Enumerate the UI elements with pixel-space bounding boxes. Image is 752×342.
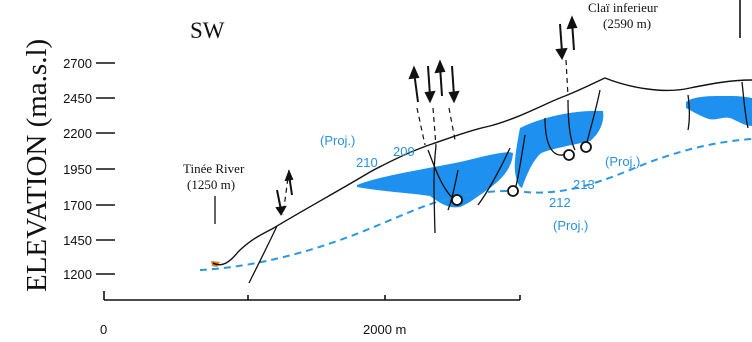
y-tick-1450: 1450 (63, 233, 92, 248)
y-tick-1950: 1950 (63, 162, 92, 177)
x-scale-bar (103, 291, 521, 301)
river-label-elev: (1250 m) (187, 177, 235, 192)
x-tick-2000m: 2000 m (363, 322, 406, 337)
y-tick-2450: 2450 (63, 91, 92, 106)
y-axis-ticks (96, 62, 115, 275)
proj-label-3: (Proj.) (553, 218, 588, 233)
label-213: 213 (573, 177, 595, 192)
river-label-name: Tinée River (183, 161, 245, 176)
sample-point-210 (507, 185, 519, 197)
sample-points (451, 141, 592, 206)
water-table (199, 138, 752, 271)
label-209: 209 (393, 144, 415, 159)
label-212: 212 (549, 195, 571, 210)
y-tick-2200: 2200 (63, 126, 92, 141)
sample-point-209 (451, 194, 463, 206)
y-tick-1200: 1200 (63, 267, 92, 282)
y-tick-1700: 1700 (63, 198, 92, 213)
x-tick-0: 0 (100, 322, 107, 337)
water-bodies (357, 95, 752, 208)
peak-label-elev: (2590 m) (603, 16, 651, 31)
peak-label-name: Claï inferieur (588, 0, 658, 15)
proj-label-2: (Proj.) (605, 154, 640, 169)
topography (212, 77, 752, 266)
sample-point-213 (563, 149, 575, 161)
sample-point-212 (580, 141, 592, 153)
label-210: 210 (356, 155, 378, 170)
y-axis-label: ELEVATION (ma.s.l) (21, 39, 53, 292)
y-tick-2700: 2700 (63, 56, 92, 71)
proj-label-1: (Proj.) (320, 133, 355, 148)
faults (248, 81, 749, 284)
fault-arrows (275, 15, 578, 216)
direction-sw: SW (190, 18, 225, 43)
